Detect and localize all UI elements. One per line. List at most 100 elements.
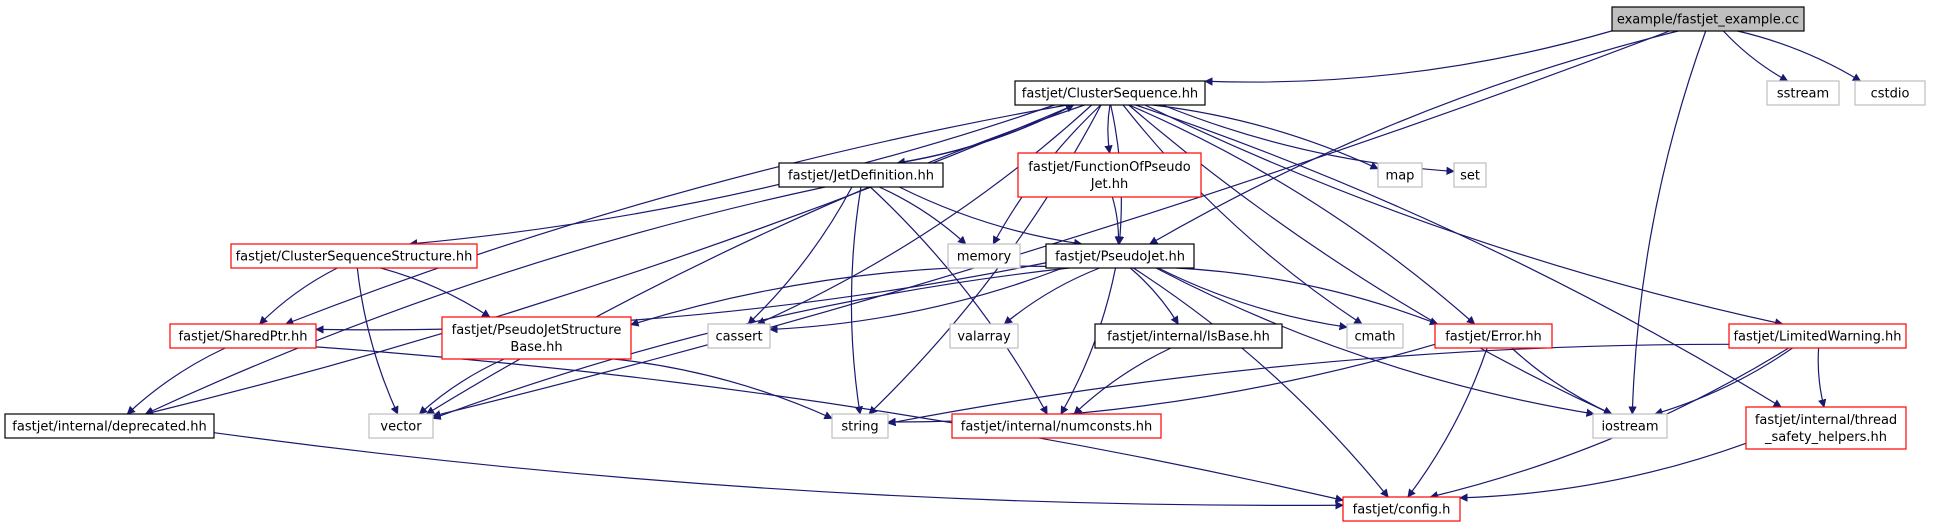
node-box [4,413,215,439]
node-label: fastjet/ClusterSequence.hh [1022,87,1198,102]
edge-clustersequence-to-map [1152,104,1379,170]
node-box [1434,323,1553,349]
node-label: fastjet/internal/deprecated.hh [12,420,206,435]
node-valarray[interactable]: valarray [949,323,1019,349]
edge-pseudojet-to-cassert [769,267,1064,334]
node-thread-safety-helpers[interactable]: fastjet/internal/thread _safety_helpers.h… [1745,406,1907,450]
edge-clustersequence-to-functionofpseudojet [1104,104,1113,154]
edge-pseudojet-to-cmath [1157,267,1348,331]
node-cmath[interactable]: cmath [1346,323,1404,349]
node-box [1592,413,1668,439]
edge-limitedwarning-to-thread-safety-helpers [1817,347,1827,408]
edge-clustersequence-to-vector [425,104,1085,415]
node-sstream[interactable]: sstream [1766,80,1840,106]
node-label: fastjet/Error.hh [1445,330,1542,345]
node-jetdefinition[interactable]: fastjet/JetDefinition.hh [778,162,944,188]
node-label: iostream [1601,420,1658,435]
node-box [831,413,889,439]
node-label: map [1386,169,1415,184]
node-label: cmath [1354,330,1395,345]
edge-fastjet-example-to-vector [432,30,1670,419]
node-clustersequence[interactable]: fastjet/ClusterSequence.hh [1014,80,1206,106]
node-memory[interactable]: memory [947,243,1021,269]
node-label: fastjet/internal/IsBase.hh [1107,330,1270,345]
node-iostream[interactable]: iostream [1592,413,1668,439]
node-box [1346,323,1404,349]
edge-jetdefinition-to-memory [878,186,967,245]
nodes-layer: example/fastjet_example.cc fastjet/Cluste… [4,6,1926,522]
edge-jetdefinition-to-string [850,186,864,415]
node-label: _safety_helpers.hh [1764,430,1887,445]
node-label: fastjet/LimitedWarning.hh [1733,330,1901,345]
edge-clustersequencestructure-to-pseudojetstructurebase [380,267,491,318]
edge-pseudojet-to-numconsts [1060,267,1117,415]
edge-pseudojetstructurebase-to-string [613,358,833,420]
node-label: fastjet/FunctionOfPseudo [1028,160,1190,175]
edge-jetdefinition-to-numconsts [869,186,1048,415]
node-cstdio[interactable]: cstdio [1854,80,1926,106]
node-label: set [1460,169,1480,184]
edge-pseudojet-to-isbase [1129,267,1179,325]
edge-isbase-to-numconsts [1073,347,1172,415]
node-box [368,413,434,439]
node-label: cassert [715,330,762,345]
node-label: fastjet/SharedPtr.hh [179,330,308,345]
edge-fastjet-example-to-sstream [1722,30,1789,82]
node-string[interactable]: string [831,413,889,439]
node-set[interactable]: set [1453,162,1487,188]
node-box [1728,323,1907,349]
node-label: Jet.hh [1090,177,1129,192]
node-deprecated[interactable]: fastjet/internal/deprecated.hh [4,413,215,439]
edge-pseudojet-to-error [1175,267,1439,326]
edge-clustersequence-to-limitedwarning [1144,104,1784,327]
node-limitedwarning[interactable]: fastjet/LimitedWarning.hh [1728,323,1907,349]
node-label: vector [380,420,422,435]
node-error[interactable]: fastjet/Error.hh [1434,323,1553,349]
node-label: fastjet/ClusterSequenceStructure.hh [236,250,473,265]
node-label: fastjet/internal/thread [1755,413,1897,428]
node-label: sstream [1777,87,1829,102]
edge-jetdefinition-to-deprecated [144,186,826,415]
edge-pseudojetstructurebase-to-vector [418,358,505,415]
edge-sharedptr-to-config [315,346,1344,503]
edge-functionofpseudojet-to-pseudojet [1111,196,1123,245]
edge-limitedwarning-to-string [887,343,1730,427]
node-label: fastjet/JetDefinition.hh [788,169,934,184]
node-box [949,323,1019,349]
node-label: fastjet/PseudoJetStructure [452,323,622,338]
node-box [947,243,1021,269]
edge-clustersequence-to-deprecated [144,104,1075,417]
edge-pseudojet-to-sharedptr [315,262,1047,334]
node-clustersequencestructure[interactable]: fastjet/ClusterSequenceStructure.hh [230,243,478,269]
edge-jetdefinition-to-cassert [747,186,853,325]
node-numconsts[interactable]: fastjet/internal/numconsts.hh [951,413,1162,439]
edge-pseudojet-to-valarray [1003,267,1100,325]
edge-clustersequence-to-string [868,104,1102,415]
node-vector[interactable]: vector [368,413,434,439]
node-map[interactable]: map [1377,162,1423,188]
node-isbase[interactable]: fastjet/internal/IsBase.hh [1094,323,1283,349]
node-box [1377,162,1423,188]
edge-jetdefinition-to-pseudojet [899,186,1083,248]
node-cassert[interactable]: cassert [707,323,771,349]
node-config[interactable]: fastjet/config.h [1342,496,1461,522]
node-label: Base.hh [510,340,562,355]
edge-fastjet-example-to-clustersequence [1204,30,1613,86]
edge-pseudojet-to-config [1133,267,1389,498]
edge-fastjet-example-to-pseudojet [1149,30,1679,245]
edge-clustersequencestructure-to-sharedptr [259,267,338,325]
edge-error-to-string [887,343,1436,427]
node-pseudojet[interactable]: fastjet/PseudoJet.hh [1045,243,1195,269]
node-fastjet-example[interactable]: example/fastjet_example.cc [1611,6,1805,32]
edge-clustersequencestructure-to-vector [356,267,399,415]
node-box [1453,162,1487,188]
node-box [230,243,478,269]
edge-clustersequence-to-error [1128,104,1476,325]
node-box [778,162,944,188]
node-sharedptr[interactable]: fastjet/SharedPtr.hh [169,323,317,349]
edge-clustersequence-to-sharedptr [285,104,1068,326]
edge-thread-safety-helpers-to-config [1459,442,1747,502]
